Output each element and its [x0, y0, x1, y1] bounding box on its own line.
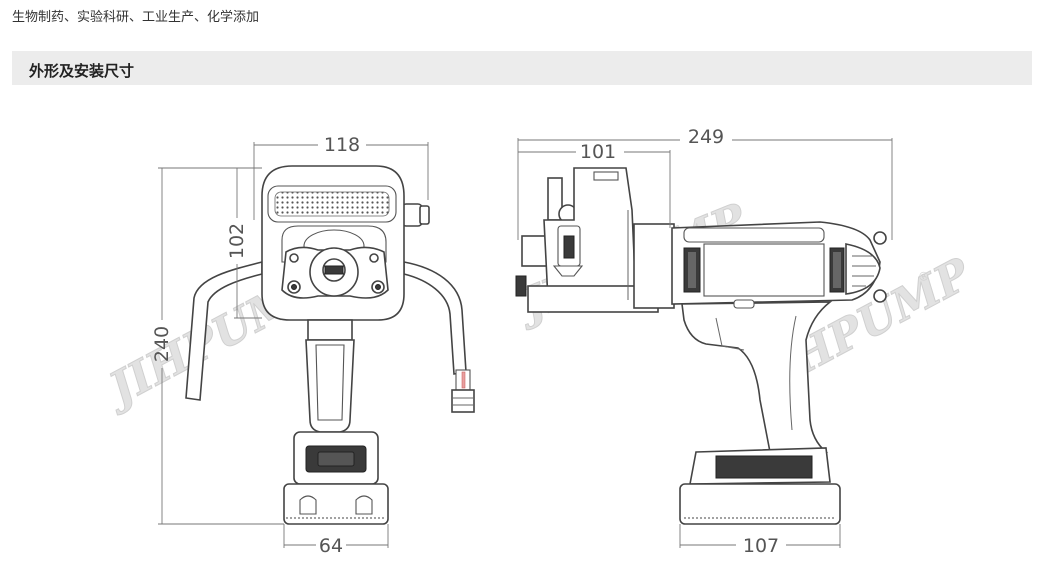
front-knob — [401, 203, 423, 227]
tube-right — [403, 261, 467, 375]
intro-text: 生物制药、实验科研、工业生产、化学添加 — [12, 9, 260, 24]
dim-side-total-length: 249 — [688, 126, 724, 148]
front-neck — [307, 319, 353, 341]
svg-text:®: ® — [915, 267, 932, 285]
dim-front-width: 118 — [324, 134, 360, 156]
dim-front-head-height: 102 — [226, 223, 248, 259]
side-view: JIHPUMP JIHPUMP ® — [508, 126, 981, 557]
side-battery-base — [679, 483, 841, 525]
dim-side-head-length: 101 — [580, 141, 616, 163]
front-view: JIHPUMP ® — [95, 134, 475, 557]
side-motor-ring — [633, 223, 675, 309]
section-title: 外形及安装尺寸 — [29, 63, 135, 80]
dim-front-total-height: 240 — [151, 326, 173, 362]
dim-side-bottom-width: 107 — [743, 535, 779, 557]
tube-left — [185, 260, 263, 401]
dim-front-bottom-width: 64 — [319, 535, 343, 557]
side-handle — [681, 301, 833, 453]
tube-fitting — [451, 389, 475, 413]
section-header: 外形及安装尺寸 — [12, 51, 1032, 85]
